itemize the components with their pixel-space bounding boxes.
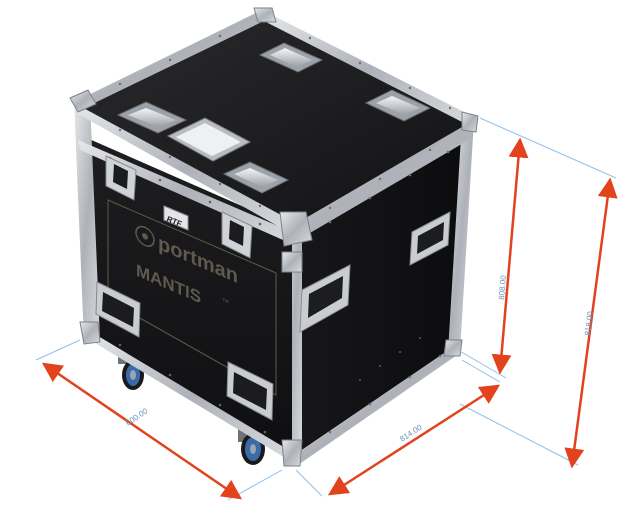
case-lid-top [78,15,472,232]
body-height-dimension-arrow [491,137,529,375]
depth-dimension-arrow [41,362,243,500]
portman-logo-icon [135,225,155,247]
corner-top-back [253,7,277,23]
corner-mid-front [281,251,303,273]
total-height-dimension-arrow [564,177,618,469]
front-handle-left [95,281,141,338]
dimension-arrows [41,137,618,500]
width-dimension-arrow [327,384,501,496]
lid-front-right-extrusion [292,120,474,236]
stacking-dish-back [258,42,324,73]
lid-back-right-extrusion [262,10,476,126]
total-height-dimension-label: 818.00 [583,310,595,336]
lid-front-left-extrusion [76,104,294,234]
side-handle-upper [409,211,451,266]
lid-label-plate [166,117,252,162]
corner-top-left [69,89,97,113]
dimension-extension-lines [35,117,617,501]
engraved-logo-frame [107,199,277,396]
corner-top-right [461,111,479,133]
side-handle-lower [299,264,351,333]
front-latch-right [221,211,253,259]
stacking-dish-front [222,161,290,194]
corner-protectors [69,7,479,467]
corner-bottom-right [443,339,463,357]
stacking-dish-left [116,101,188,134]
body-height-dimension-label: 808.00 [497,274,508,300]
corner-top-front [279,211,313,247]
back-right-edge-extrusion [448,120,474,352]
trademark-symbol: ™ [222,296,229,308]
corner-bottom-left [79,321,101,345]
front-left-edge-extrusion [74,100,100,340]
depth-dimension-label: 600.00 [124,406,150,427]
front-latch-left [105,155,137,201]
corner-bottom-front [281,439,303,467]
stacking-dish-right [364,89,432,122]
front-lid-seam-extrusion [78,140,292,244]
